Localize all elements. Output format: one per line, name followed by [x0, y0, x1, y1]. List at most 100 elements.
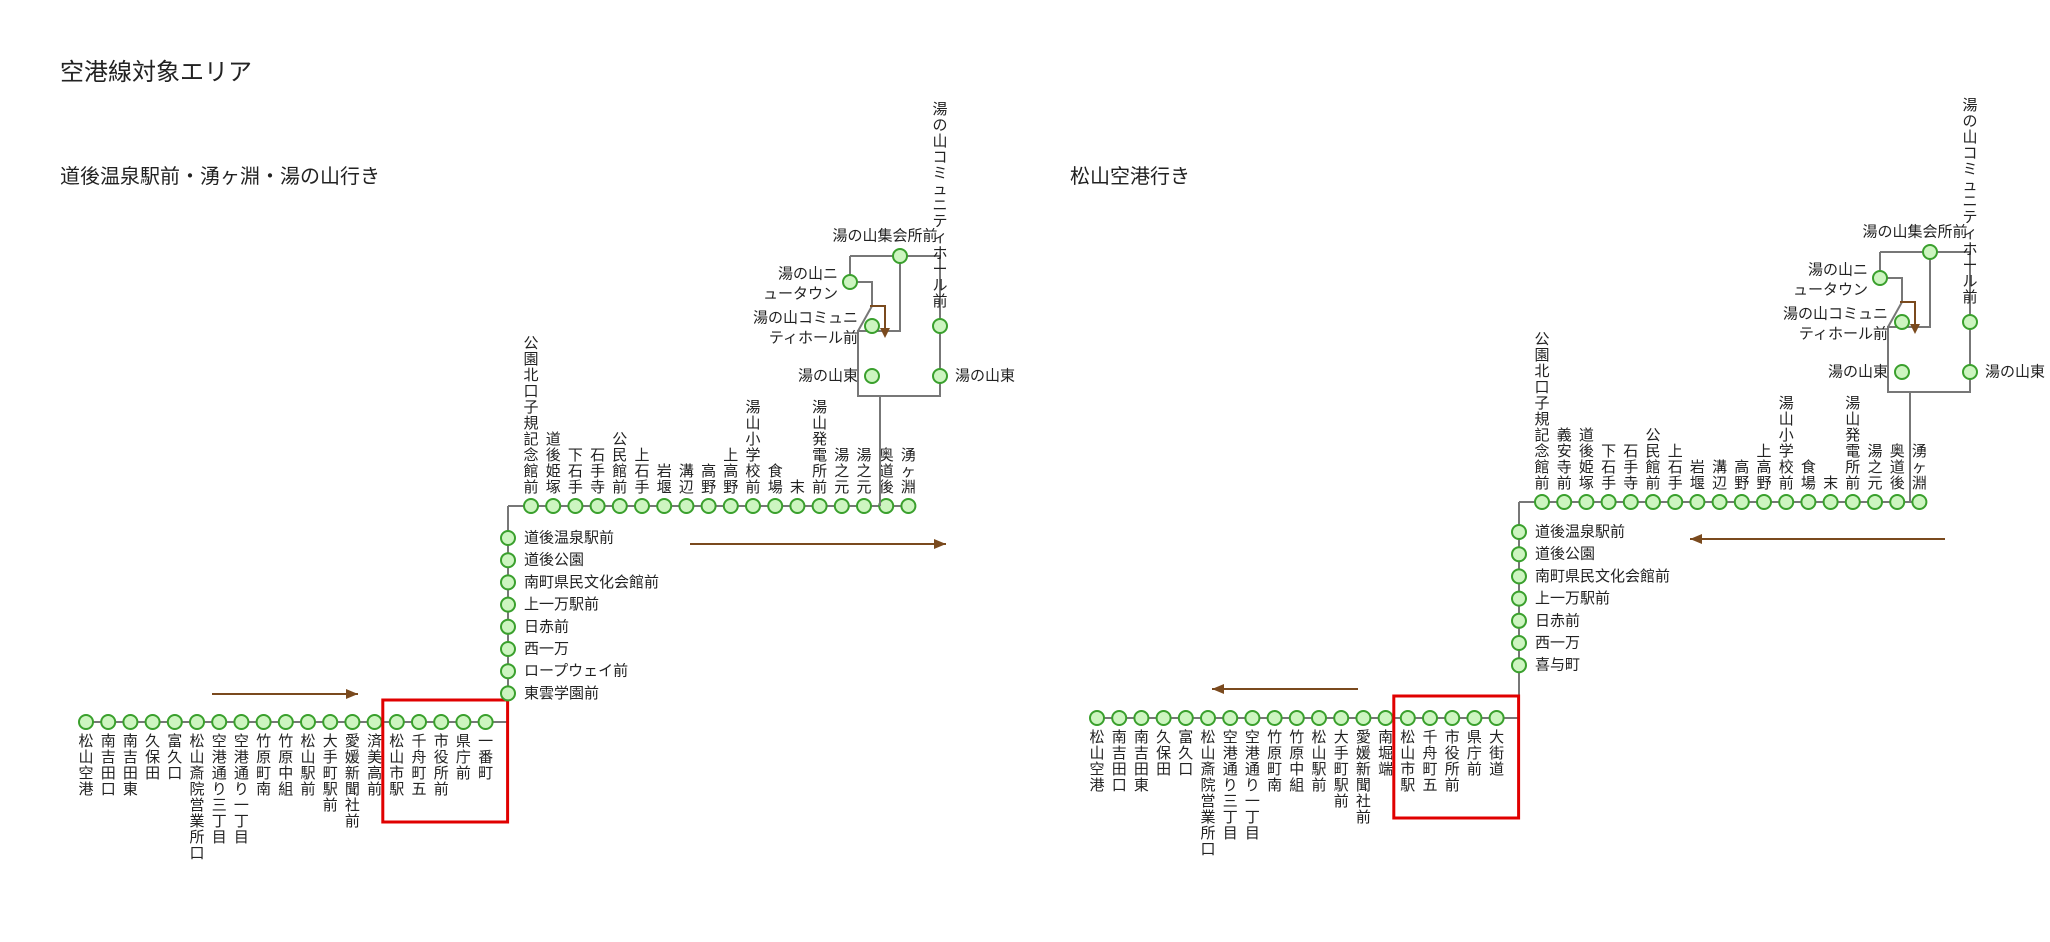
label-char: 駅 — [1400, 776, 1415, 794]
label-char: 港 — [78, 780, 93, 798]
label-char: 淵 — [901, 478, 916, 496]
d0-stop-label-bottom: 竹原町南 — [256, 732, 271, 798]
d1-stop-top — [1911, 494, 1928, 510]
d0-stop-label-top: 溝辺 — [679, 462, 694, 496]
label-char: 塚 — [546, 478, 561, 496]
d1-loop-line-inner — [1879, 252, 1903, 328]
d0-stop-bottom — [277, 714, 294, 730]
label-char: 念 — [1534, 442, 1549, 460]
d1-stop-bottom — [1466, 710, 1483, 726]
d0-stop-top — [811, 498, 828, 514]
label-char: 媛 — [1356, 744, 1371, 762]
d1-stop-loop — [1872, 270, 1888, 286]
label-char: 大 — [1334, 728, 1349, 746]
label-char: 末 — [1823, 474, 1838, 492]
d1-stop-bottom — [1488, 710, 1505, 726]
label-char: 五 — [1422, 776, 1437, 794]
label-char: 場 — [1801, 474, 1816, 492]
d0-loop-line — [857, 255, 941, 506]
label-char: り — [234, 780, 249, 798]
label-char: 県 — [456, 732, 471, 750]
label-char: 高 — [1734, 458, 1749, 476]
label-char: 竹 — [256, 732, 271, 750]
label-char: 奥 — [879, 446, 894, 464]
d0-stop-top — [589, 498, 606, 514]
label-char: 市 — [1400, 760, 1415, 778]
d1-stop-label-loop: 湯の山コミュニティホール前 — [1962, 96, 1977, 306]
label-char: ミ — [1962, 160, 1977, 178]
d0-stop-label-vertical: 東雲学園前 — [524, 684, 599, 702]
d1-direction-arrow-top-head — [1690, 534, 1702, 544]
label-char: 民 — [1645, 442, 1660, 460]
d0-stop-loop — [932, 318, 948, 334]
d0-stop-bottom — [211, 714, 228, 730]
label-char: 市 — [1445, 728, 1460, 746]
d1-stop-label-top: 岩堰 — [1690, 458, 1705, 492]
d1-stop-bottom — [1333, 710, 1350, 726]
d0-stop-label-bottom: 千舟町五 — [411, 732, 426, 798]
d0-stop-label-loop: 湯の山コミュニ — [753, 309, 858, 327]
label-char: 田 — [1156, 760, 1171, 778]
label-char: ミ — [932, 164, 947, 182]
label-char: 子 — [1534, 394, 1549, 412]
d0-stop-label-bottom: 松山市駅 — [389, 732, 404, 798]
diagram-title-airport: 松山空港行き — [1070, 164, 1190, 188]
label-char: 上 — [723, 446, 738, 464]
label-char: 美 — [367, 748, 382, 766]
label-char: 前 — [1962, 288, 1977, 306]
d0-stop-label-bottom: 南吉田口 — [101, 732, 116, 798]
d1-stop-top — [1556, 494, 1573, 510]
label-char: 一 — [234, 796, 249, 814]
label-char: 南 — [1267, 776, 1282, 794]
label-char: 石 — [1601, 458, 1616, 476]
d0-stop-top — [523, 498, 539, 514]
label-char: 後 — [546, 446, 561, 464]
label-char: 田 — [123, 764, 138, 782]
label-char: 湯 — [932, 100, 947, 118]
label-char: 子 — [523, 398, 538, 416]
label-char: 松 — [1200, 728, 1215, 746]
d0-stop-top — [900, 498, 917, 514]
d1-stop-bottom — [1288, 710, 1305, 726]
d0-stop-label-bottom: 久保田 — [145, 732, 160, 782]
d1-stop-label-bottom: 久保田 — [1156, 728, 1171, 778]
d1-stop-top — [1822, 494, 1839, 510]
label-char: 南 — [123, 732, 138, 750]
label-char: 前 — [345, 812, 360, 830]
d1-stop-bottom — [1266, 710, 1283, 726]
d0-loop-direction-arrow-head — [880, 328, 890, 338]
d0-stop-label-vertical: 西一万 — [524, 640, 569, 658]
label-char: 口 — [1534, 378, 1549, 396]
label-char: 下 — [568, 446, 583, 464]
d1-stop-bottom — [1355, 710, 1372, 726]
label-char: 一 — [478, 732, 493, 750]
d0-stop-bottom — [411, 714, 427, 730]
label-char: 前 — [812, 478, 827, 496]
label-char: 前 — [745, 478, 760, 496]
label-char: 道 — [1489, 760, 1504, 778]
d1-stop-label-top: 石手寺 — [1623, 442, 1638, 492]
d0-stop-vertical — [500, 685, 516, 702]
label-char: 松 — [300, 732, 315, 750]
d1-stop-bottom — [1422, 710, 1438, 726]
label-char: 町 — [323, 764, 338, 782]
d1-stop-bottom — [1399, 710, 1416, 726]
d1-stop-bottom — [1155, 710, 1172, 726]
label-char: 山 — [1089, 744, 1104, 762]
label-char: の — [1962, 112, 1977, 130]
d0-stop-label-top: 湯山発電所前 — [812, 398, 827, 496]
d1-stop-label-loop: 湯の山東 — [1828, 363, 1888, 381]
label-char: 愛 — [1356, 728, 1371, 746]
label-char: 媛 — [345, 748, 360, 766]
d0-stop-label-loop: ティホール前 — [769, 329, 858, 347]
d1-stop-label-loop: 湯の山東 — [1985, 363, 2045, 381]
d1-stop-top — [1756, 494, 1772, 510]
d1-stop-bottom — [1111, 710, 1128, 726]
label-char: 空 — [78, 764, 93, 782]
d0-stop-label-loop: 湯の山東 — [798, 367, 858, 385]
d1-highlight-box — [1392, 694, 1521, 820]
d1-stop-label-top: 湧ヶ淵 — [1912, 442, 1927, 492]
d0-stop-bottom — [300, 714, 316, 730]
d1-stop-top — [1711, 494, 1728, 510]
d0-stop-label-loop: 湯の山ニ — [778, 265, 838, 283]
